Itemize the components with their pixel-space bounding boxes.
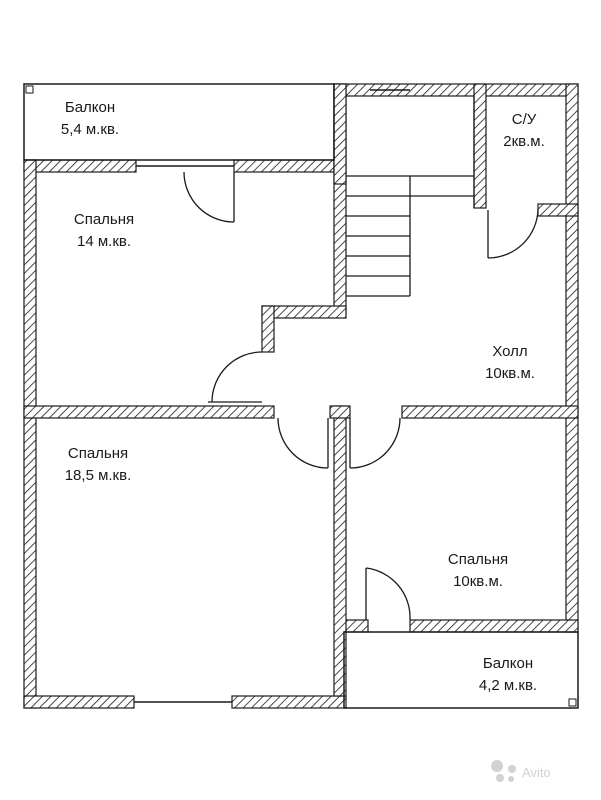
door-balcony-top [183,171,235,223]
wall-balcony-bottom-top-right [409,619,579,633]
label-balcony-top-area: 5,4 м.кв. [61,121,119,138]
watermark: Avito [491,760,551,782]
wall-outer-top-left [23,159,137,173]
label-bedroom-14-name: Спальня [74,211,134,228]
label-bedroom-18-name: Спальня [68,445,128,462]
door-balcony-bottom [365,567,411,621]
room-labels: Балкон 5,4 м.кв. С/У 2кв.м. Спальня 14 м… [61,99,545,694]
wall-outer-top-mid [233,159,335,173]
avito-logo-icon [491,760,516,782]
wall-mid-left [23,405,275,419]
outlines [23,83,579,709]
wall-bath-left [473,83,487,209]
label-bathroom-area: 2кв.м. [503,133,545,150]
label-hall-name: Холл [492,343,527,360]
label-bathroom-name: С/У [512,111,537,128]
label-hall-area: 10кв.м. [485,365,535,382]
label-balcony-top-name: Балкон [65,99,115,116]
wall-outer-bottom-mid [231,695,347,709]
label-balcony-bottom-name: Балкон [483,655,533,672]
balcony-bottom-corner [568,698,577,707]
walls [23,83,579,709]
wall-center-stub [329,405,351,419]
balcony-top-outline [23,83,335,161]
door-bedroom-10 [349,417,401,469]
staircase [346,96,475,297]
wall-bed14-step-down [261,305,275,353]
balcony-bottom-outline [343,631,579,709]
door-bedroom-18 [277,417,329,469]
label-bedroom-14-area: 14 м.кв. [77,233,131,250]
wall-outer-left [23,159,37,709]
wall-outer-right [565,83,579,633]
label-balcony-bottom-area: 4,2 м.кв. [479,677,537,694]
wall-stair-left [333,83,347,185]
wall-mid-right [401,405,579,419]
door-bedroom-14 [208,351,263,403]
doors [183,171,539,621]
label-bedroom-18-area: 18,5 м.кв. [65,467,132,484]
wall-outer-bottom-left [23,695,135,709]
wall-bed14-step [261,305,347,319]
watermark-text: Avito [522,765,551,780]
label-bedroom-10-name: Спальня [448,551,508,568]
label-bedroom-10-area: 10кв.м. [453,573,503,590]
wall-bath-bottom [537,203,579,217]
door-bathroom [487,209,539,259]
wall-balcony-bottom-top [343,619,369,633]
balcony-top-corner [25,85,34,94]
